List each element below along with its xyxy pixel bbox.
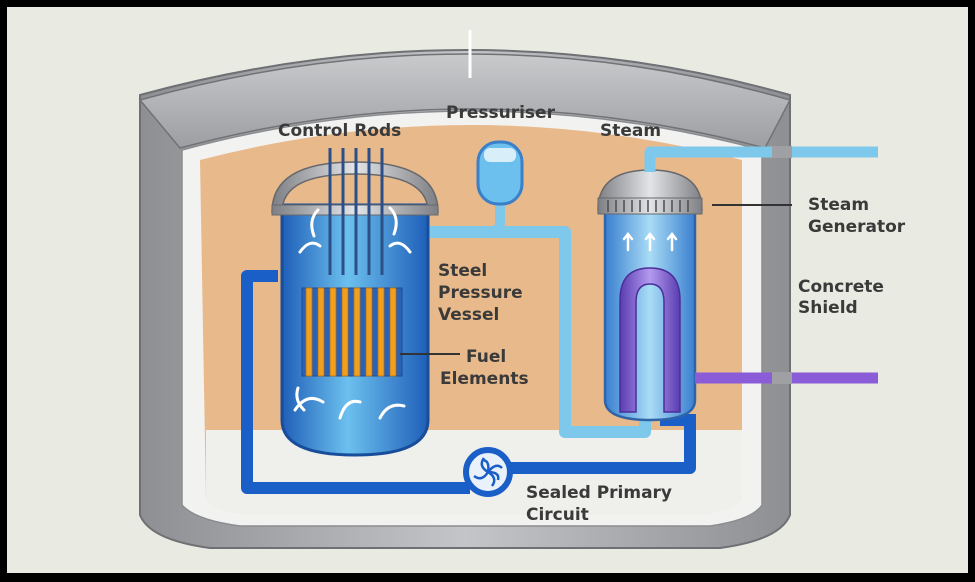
fuel-elements xyxy=(301,287,403,377)
steam-separator-band xyxy=(597,197,703,215)
pressuriser-steam-space xyxy=(484,148,516,162)
label-steam: Steam xyxy=(600,121,661,141)
pressuriser-connector xyxy=(430,200,505,237)
steam-outlet-pipe xyxy=(644,146,878,172)
label-steel-line1: Steel xyxy=(438,261,487,281)
label-sealed-line2: Circuit xyxy=(526,505,589,525)
steam-separator-vents xyxy=(607,200,689,212)
pump-impeller-icon xyxy=(473,457,503,487)
containment-dome xyxy=(138,53,792,149)
label-sealed-line1: Sealed Primary xyxy=(526,483,672,503)
label-control-rods: Control Rods xyxy=(278,121,401,141)
vessel-flow-arrows-icon xyxy=(293,206,412,420)
label-concrete-line2: Shield xyxy=(798,298,858,318)
label-steam-generator-line2: Generator xyxy=(808,217,906,237)
label-pressuriser: Pressuriser xyxy=(446,103,556,123)
label-steel-line3: Vessel xyxy=(438,305,499,325)
steam-generator-u-tube xyxy=(619,267,681,413)
label-steam-generator-line1: Steam xyxy=(808,195,869,215)
sg-flow-arrows-icon xyxy=(622,231,678,252)
feedwater-pipe-penetration xyxy=(772,372,792,384)
label-steel-line2: Pressure xyxy=(438,283,523,303)
primary-circuit-cold-leg xyxy=(660,414,696,468)
label-fuel-line2: Elements xyxy=(440,369,529,389)
primary-circuit-hot-leg xyxy=(430,226,651,438)
label-fuel-line1: Fuel xyxy=(466,347,506,367)
steam-pipe-penetration xyxy=(772,146,792,158)
control-rods xyxy=(328,148,384,275)
label-concrete-line1: Concrete xyxy=(798,277,884,297)
